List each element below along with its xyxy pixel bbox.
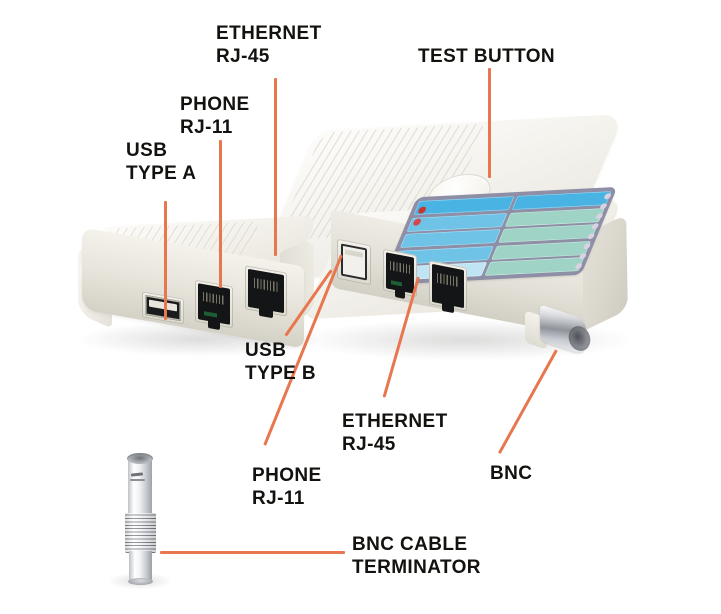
callout-usb-type-a: USB TYPE A xyxy=(126,140,197,185)
callout-bnc: BNC xyxy=(490,463,533,484)
callout-ethernet-rj45-main: ETHERNET RJ-45 xyxy=(342,411,448,456)
main-unit-rj45-port xyxy=(429,260,467,314)
callout-usb-type-b: USB TYPE B xyxy=(245,340,317,385)
main-tester-unit xyxy=(252,113,628,342)
main-unit-usbb-port xyxy=(337,238,371,286)
leader-line-phone-rj11-remote xyxy=(219,140,222,288)
callout-test-button: TEST BUTTON xyxy=(418,46,556,67)
leader-line-bnc-terminator xyxy=(160,551,345,554)
remote-unit-rj11-port xyxy=(195,279,233,331)
main-unit-rj11-port xyxy=(383,248,417,300)
callout-phone-rj11-remote: PHONE RJ-11 xyxy=(180,94,250,139)
leader-line-test-button xyxy=(488,68,491,178)
bnc-terminator xyxy=(118,453,162,585)
leader-line-bnc xyxy=(497,349,558,454)
main-unit-bnc-jack xyxy=(525,304,594,356)
callout-ethernet-rj45-remote: ETHERNET RJ-45 xyxy=(216,23,322,68)
remote-unit-rj45-port xyxy=(245,265,287,319)
leader-line-usb-type-a xyxy=(164,201,167,320)
leader-line-ethernet-rj45-remote xyxy=(274,78,277,256)
callout-bnc-cable-terminator: BNC CABLE TERMINATOR xyxy=(352,534,481,579)
callout-phone-rj11-main: PHONE RJ-11 xyxy=(252,465,322,510)
